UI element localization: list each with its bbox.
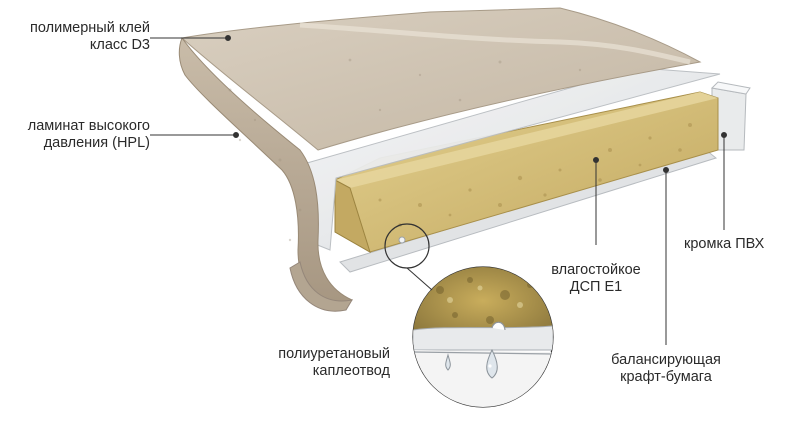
label-pvc-edge-line1: кромка ПВХ xyxy=(684,236,765,252)
label-hpl-line2: давления (HPL) xyxy=(43,135,150,151)
drip-groove xyxy=(398,236,406,244)
label-glue-line2: класс D3 xyxy=(89,37,150,53)
label-drip: полиуретановый каплеотвод xyxy=(240,346,390,380)
label-hpl: ламинат высокого давления (HPL) xyxy=(4,118,150,152)
label-hpl-line1: ламинат высокого xyxy=(27,118,150,134)
label-kraft-line1: балансирующая xyxy=(611,352,721,368)
label-chipboard-line1: влагостойкое xyxy=(551,262,641,278)
pvc-edge-strip xyxy=(710,81,751,151)
chipboard-core xyxy=(334,91,719,254)
label-glue: полимерный клей класс D3 xyxy=(4,20,150,54)
zoom-detail xyxy=(412,266,554,408)
leader-lines xyxy=(150,35,727,345)
label-kraft-line2: крафт-бумага xyxy=(620,369,712,385)
label-kraft: балансирующая крафт-бумага xyxy=(598,352,734,386)
hpl-laminate xyxy=(178,7,702,312)
label-chipboard-line2: ДСП Е1 xyxy=(569,279,623,295)
label-drip-line2: каплеотвод xyxy=(312,363,390,379)
label-chipboard: влагостойкое ДСП Е1 xyxy=(540,262,652,296)
label-glue-line1: полимерный клей xyxy=(30,20,150,36)
label-pvc-edge: кромка ПВХ xyxy=(684,236,764,253)
label-drip-line1: полиуретановый xyxy=(278,346,390,362)
